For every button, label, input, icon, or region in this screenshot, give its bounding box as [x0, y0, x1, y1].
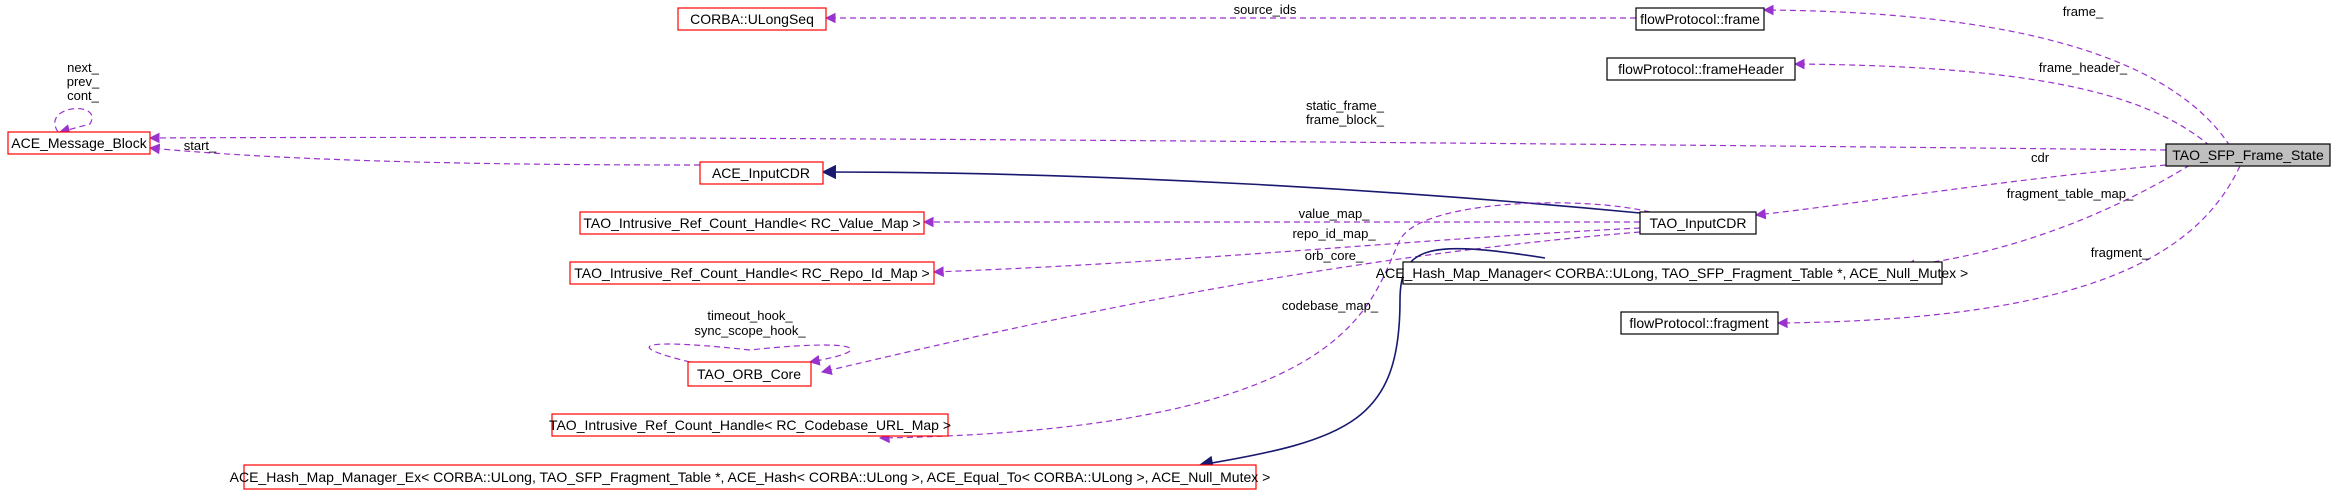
node-ace-hash-map-manager-label: ACE_Hash_Map_Manager< CORBA::ULong, TAO_…: [1376, 265, 1968, 281]
edge-frame-header: [1793, 58, 2211, 147]
label-fragment-table-map: fragment_table_map_: [2007, 186, 2134, 201]
node-ace-hash-map-manager[interactable]: ACE_Hash_Map_Manager< CORBA::ULong, TAO_…: [1376, 261, 1968, 285]
node-flowprotocol-frameheader[interactable]: flowProtocol::frameHeader: [1606, 57, 1796, 81]
label-orb-core: orb_core_: [1305, 248, 1364, 263]
node-corba-ulongseq[interactable]: CORBA::ULongSeq: [677, 7, 827, 31]
label-cont: cont_: [67, 88, 100, 103]
edge-fragment: [1776, 165, 2241, 329]
node-flowprotocol-fragment[interactable]: flowProtocol::fragment: [1620, 311, 1779, 335]
node-corba-ulongseq-label: CORBA::ULongSeq: [690, 11, 814, 27]
node-tao-sfp-frame-state-label: TAO_SFP_Frame_State: [2172, 147, 2324, 163]
label-prev: prev_: [67, 74, 100, 89]
label-source-ids: source_ids: [1234, 2, 1297, 17]
edge-cdr: [1754, 164, 2167, 220]
edge-orb-core: [820, 231, 1641, 376]
node-ace-message-block[interactable]: ACE_Message_Block: [7, 131, 151, 155]
edge-static-frame-block: [148, 132, 2167, 151]
node-tao-inputcdr[interactable]: TAO_InputCDR: [1639, 211, 1757, 235]
label-frame-header: frame_header_: [2039, 60, 2128, 75]
node-tao-orb-core[interactable]: TAO_ORB_Core: [687, 361, 812, 387]
node-flowprotocol-frameheader-label: flowProtocol::frameHeader: [1618, 61, 1784, 77]
label-next: next_: [67, 60, 100, 75]
node-flowprotocol-frame[interactable]: flowProtocol::frame: [1635, 7, 1765, 31]
label-start: start_: [184, 138, 217, 153]
edge-inherit-ace-input: [821, 164, 1641, 214]
node-codebase-map-handle-label: TAO_Intrusive_Ref_Count_Handle< RC_Codeb…: [549, 417, 951, 433]
node-codebase-map-handle[interactable]: TAO_Intrusive_Ref_Count_Handle< RC_Codeb…: [549, 413, 951, 437]
label-codebase-map: codebase_map_: [1282, 298, 1379, 313]
edge-fragment-table-map: [1903, 164, 2191, 271]
label-sync-scope-hook: sync_scope_hook_: [694, 323, 806, 338]
label-cdr: cdr: [2031, 150, 2050, 165]
label-frame: frame_: [2063, 4, 2104, 19]
label-timeout-hook: timeout_hook_: [707, 308, 793, 323]
node-flowprotocol-frame-label: flowProtocol::frame: [1640, 11, 1760, 27]
label-repo-id-map: repo_id_map_: [1292, 226, 1376, 241]
node-ace-hash-map-manager-ex[interactable]: ACE_Hash_Map_Manager_Ex< CORBA::ULong, T…: [230, 464, 1271, 490]
node-ace-hash-map-manager-ex-label: ACE_Hash_Map_Manager_Ex< CORBA::ULong, T…: [230, 469, 1271, 485]
edge-repo-id-map: [932, 227, 1641, 278]
label-value-map: value_map_: [1299, 206, 1371, 221]
node-tao-orb-core-label: TAO_ORB_Core: [697, 366, 801, 382]
node-tao-inputcdr-label: TAO_InputCDR: [1650, 215, 1747, 231]
edge-inherit-hash-map-ex: [1198, 247, 1546, 470]
node-ace-message-block-label: ACE_Message_Block: [11, 135, 147, 151]
node-ace-inputcdr-label: ACE_InputCDR: [712, 165, 810, 181]
node-flowprotocol-fragment-label: flowProtocol::fragment: [1629, 315, 1768, 331]
edge-self-loop-orb-core: [648, 343, 852, 366]
edge-start: [148, 143, 701, 166]
node-value-map-handle-label: TAO_Intrusive_Ref_Count_Handle< RC_Value…: [583, 215, 920, 231]
node-repo-id-map-handle[interactable]: TAO_Intrusive_Ref_Count_Handle< RC_Repo_…: [569, 261, 935, 285]
node-tao-sfp-frame-state[interactable]: TAO_SFP_Frame_State: [2165, 143, 2331, 167]
node-repo-id-map-handle-label: TAO_Intrusive_Ref_Count_Handle< RC_Repo_…: [574, 265, 929, 281]
edge-codebase-map: [878, 202, 1651, 444]
edge-self-loop-message-block: [54, 107, 93, 135]
edge-frame: [1762, 4, 2231, 147]
node-ace-inputcdr[interactable]: ACE_InputCDR: [699, 161, 824, 185]
label-frame-block: frame_block_: [1306, 112, 1385, 127]
label-fragment: fragment_: [2091, 245, 2150, 260]
label-static-frame: static_frame_: [1306, 98, 1385, 113]
node-value-map-handle[interactable]: TAO_Intrusive_Ref_Count_Handle< RC_Value…: [579, 211, 925, 235]
